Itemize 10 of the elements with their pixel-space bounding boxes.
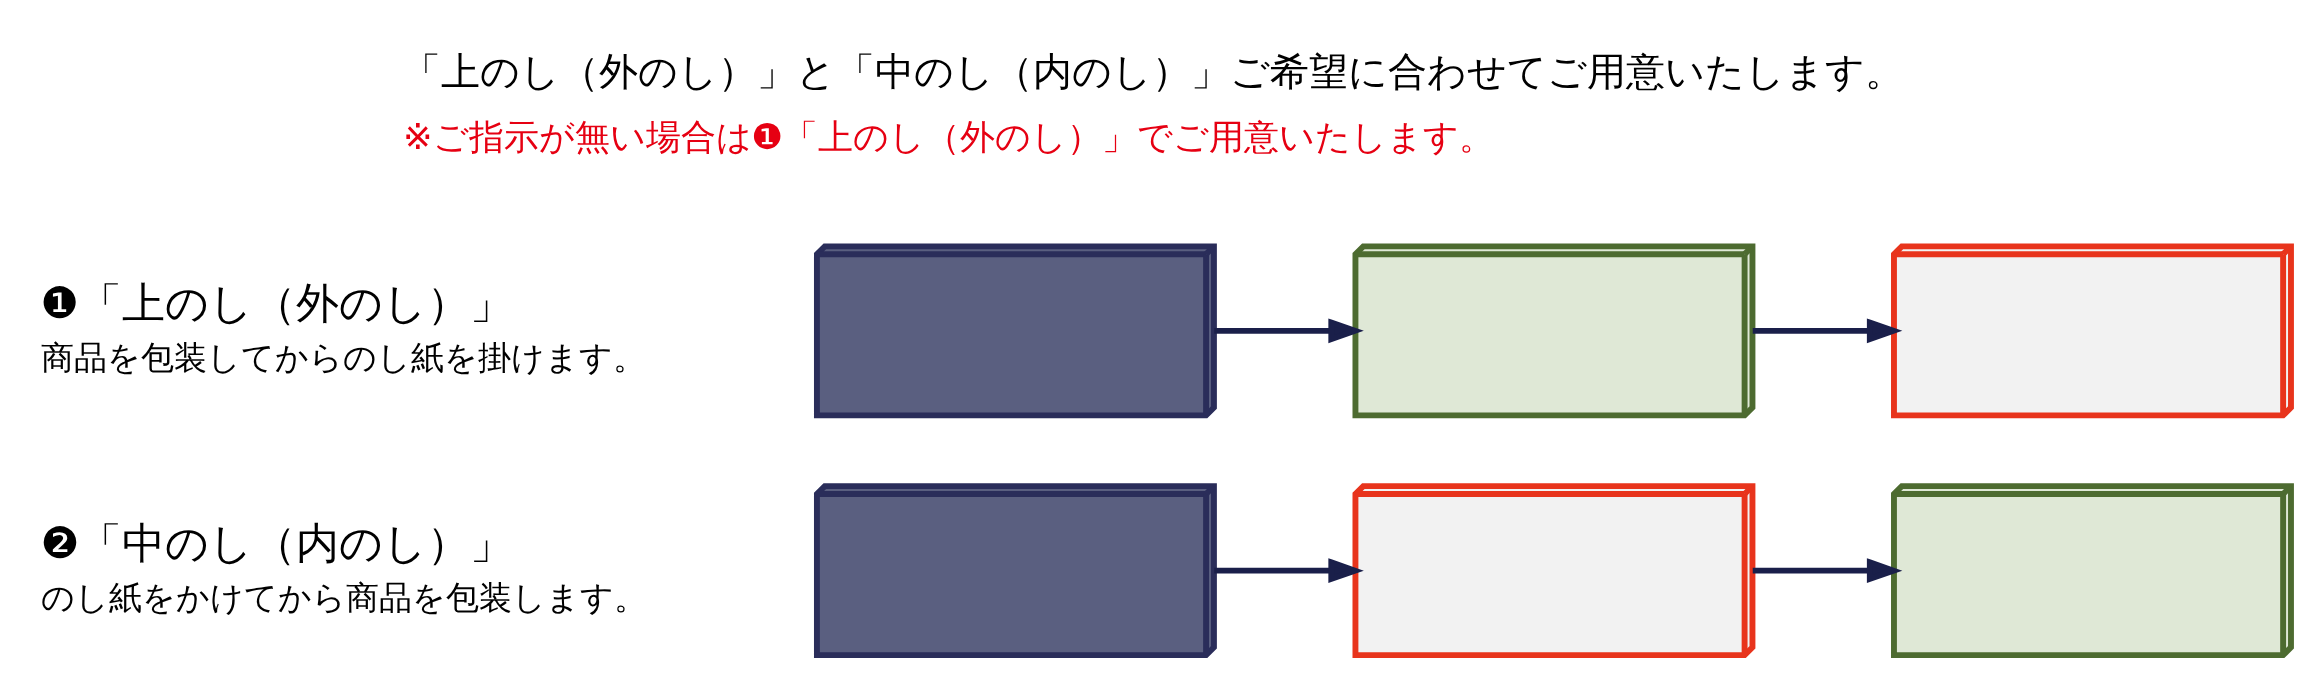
label: ❶「上のし（外のし）」 xyxy=(40,277,514,328)
arrow xyxy=(1752,317,1903,343)
label: のし紙をかけてから商品を包装します。 xyxy=(40,577,647,617)
arrow xyxy=(1214,557,1364,583)
arrow xyxy=(1752,557,1903,583)
label: 商品を包装してからのし紙を掛けます。 xyxy=(40,337,646,377)
label: ※ご指示が無い場合は❶「上のし（外のし）」でご用意いたします。 xyxy=(402,115,1495,157)
label: ❷「中のし（内のし）」 xyxy=(40,517,514,568)
diagram-title: 「上のし（外のし）」と「中のし（内のし）」ご希望に合わせてご用意いたします。 xyxy=(402,48,1905,94)
arrow xyxy=(1214,317,1364,343)
